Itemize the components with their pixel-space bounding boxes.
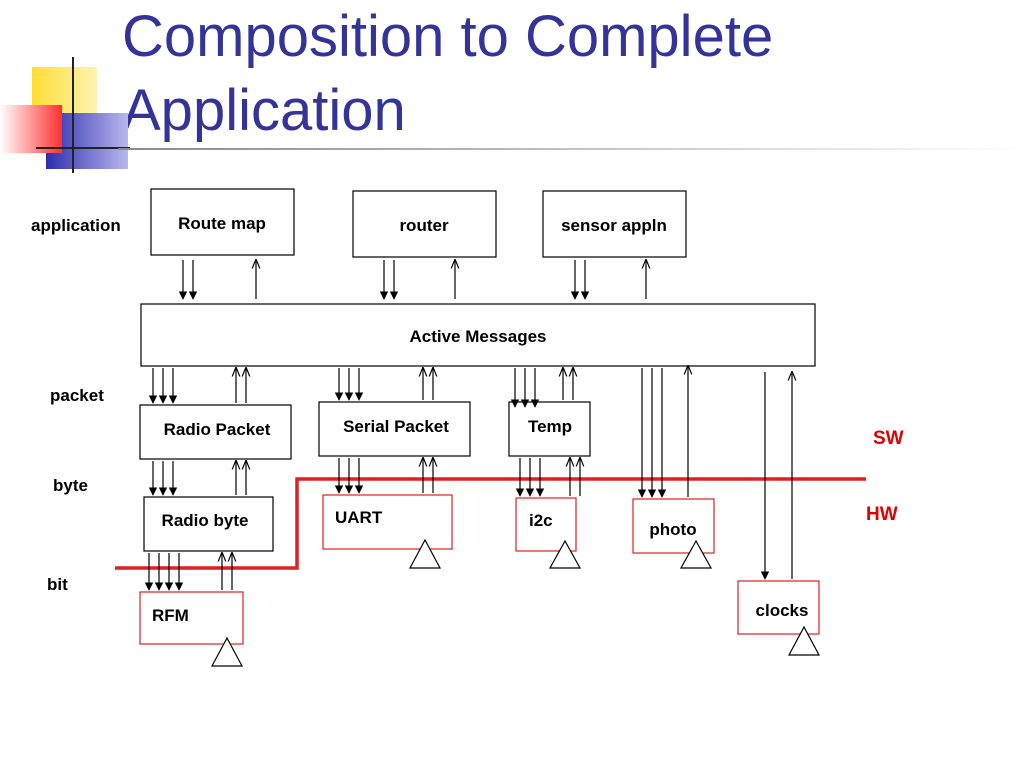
component-temp: Temp: [508, 401, 591, 457]
rfm-box: [139, 591, 244, 645]
sensor-appln-box: [542, 190, 687, 258]
component-i2c: i2c: [515, 497, 582, 569]
component-serial-packet: Serial Packet: [318, 401, 471, 457]
hw-domain-label: HW: [866, 504, 898, 525]
rfm-label: RFM: [152, 606, 189, 625]
component-radio-packet: Radio Packet: [139, 404, 292, 460]
router-label: router: [399, 216, 449, 235]
connectors-router: [379, 260, 455, 300]
connectors-serial-packet-to-uart: [334, 458, 433, 494]
connectors-clocks: [760, 372, 792, 580]
connectors-route-map: [178, 260, 256, 300]
connectors-sensor-appln: [570, 260, 646, 300]
slide-title-line-2: Application: [122, 78, 406, 143]
i2c-label: i2c: [529, 511, 553, 530]
radio-byte-label: Radio byte: [162, 511, 249, 530]
connectors-serial-packet: [334, 368, 433, 401]
sw-domain-label: SW: [873, 428, 904, 449]
active-messages-box: [140, 303, 816, 367]
photo-box: [632, 498, 715, 554]
level-label-byte: byte: [53, 476, 88, 495]
rfm-triangle: [210, 636, 244, 667]
i2c-box: [515, 497, 577, 552]
component-radio-byte: Radio byte: [143, 496, 274, 552]
radio-byte-box: [143, 496, 274, 552]
radio-packet-box: [139, 404, 292, 460]
clocks-triangle: [787, 625, 821, 656]
active-messages-label: Active Messages: [409, 327, 546, 346]
photo-label: photo: [649, 520, 696, 539]
route-map-box: [150, 188, 295, 256]
component-sensor-appln: sensor appln: [542, 190, 687, 258]
uart-triangle: [408, 538, 442, 569]
component-uart: UART: [322, 494, 453, 569]
component-rfm: RFM: [139, 591, 244, 667]
sensor-appln-label: sensor appln: [561, 216, 667, 235]
level-label-application: application: [31, 216, 121, 235]
photo-triangle: [679, 539, 713, 569]
component-router: router: [352, 190, 497, 258]
clocks-label: clocks: [756, 601, 809, 620]
sw-hw-boundary-line: [115, 477, 866, 570]
component-active-messages: Active Messages: [140, 303, 816, 367]
level-label-packet: packet: [50, 386, 104, 405]
connectors-temp: [510, 368, 573, 408]
clocks-box: [737, 580, 820, 635]
title-underline: [118, 148, 1024, 150]
serial-packet-box: [318, 401, 471, 457]
component-route-map: Route map: [150, 188, 295, 256]
connectors-photo: [637, 366, 688, 498]
connectors-radio-packet-to-radio-byte: [148, 461, 246, 496]
temp-label: Temp: [528, 417, 572, 436]
connectors-temp-to-i2c: [515, 458, 580, 497]
route-map-label: Route map: [178, 214, 266, 233]
decoration-red-square: [0, 105, 62, 153]
connectors-radio-packet: [148, 368, 246, 404]
router-box: [352, 190, 497, 258]
component-clocks: clocks: [737, 580, 821, 656]
slide-title: Composition to Complete Application: [122, 0, 773, 148]
slide-title-line-1: Composition to Complete: [122, 4, 774, 69]
i2c-triangle: [548, 539, 582, 569]
corner-decoration: [0, 57, 130, 173]
serial-packet-label: Serial Packet: [343, 417, 449, 436]
temp-box: [508, 401, 591, 457]
level-label-bit: bit: [47, 575, 68, 594]
connectors-radio-byte-to-rfm: [144, 553, 232, 591]
component-photo: photo: [632, 498, 715, 569]
uart-box: [322, 494, 453, 550]
uart-label: UART: [335, 508, 383, 527]
radio-packet-label: Radio Packet: [164, 420, 271, 439]
